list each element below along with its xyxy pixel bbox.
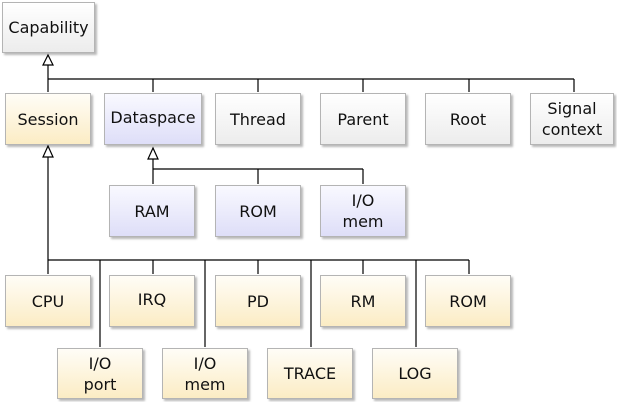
node-signal-context: Signal context: [530, 93, 614, 145]
node-parent: Parent: [320, 93, 406, 145]
node-ram: RAM: [109, 185, 195, 237]
inherit-arrow-session: [42, 144, 54, 158]
node-trace: TRACE: [267, 348, 353, 399]
node-io-mem-dataspace: I/O mem: [320, 185, 406, 237]
node-cpu: CPU: [5, 275, 91, 327]
node-pd: PD: [215, 275, 301, 327]
node-io-port: I/O port: [57, 348, 143, 399]
node-io-mem-session: I/O mem: [162, 348, 248, 399]
node-dataspace: Dataspace: [104, 93, 202, 145]
node-capability: Capability: [2, 2, 95, 53]
node-log: LOG: [372, 348, 458, 399]
node-root: Root: [425, 93, 511, 145]
node-rom-dataspace: ROM: [215, 185, 301, 237]
node-session: Session: [5, 93, 91, 145]
inherit-arrow-capability: [42, 53, 54, 66]
node-rm: RM: [320, 275, 406, 327]
node-thread: Thread: [215, 93, 301, 145]
node-irq: IRQ: [109, 275, 195, 327]
inherit-arrow-dataspace: [147, 146, 159, 160]
node-rom-session: ROM: [425, 275, 511, 327]
